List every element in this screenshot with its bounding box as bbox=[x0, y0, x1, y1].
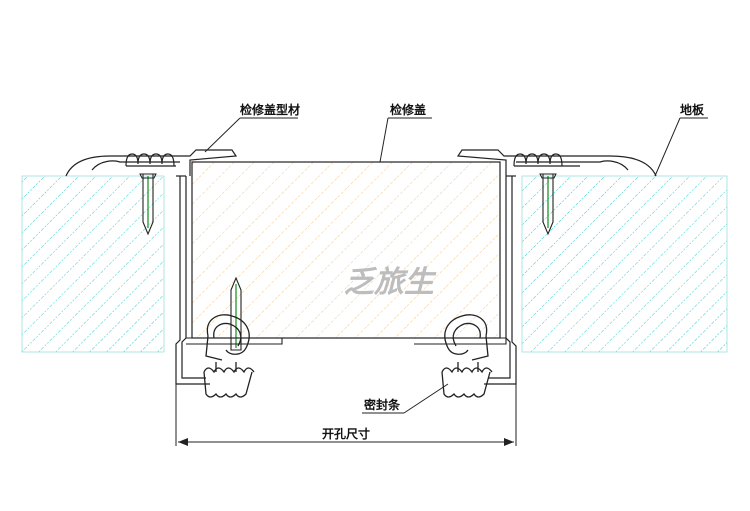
right-screw bbox=[539, 173, 557, 236]
left-seal bbox=[203, 314, 255, 398]
label-seal-strip: 密封条 bbox=[364, 397, 401, 412]
left-frame-profile bbox=[65, 149, 238, 385]
center-screw bbox=[230, 276, 242, 351]
leader-lines bbox=[204, 117, 708, 414]
label-inspection-cover: 检修盖 bbox=[390, 102, 426, 117]
label-opening-size: 开孔尺寸 bbox=[322, 426, 370, 441]
watermark-text: 乏旅生 bbox=[344, 265, 437, 300]
left-floor-slab bbox=[21, 175, 165, 353]
left-screw-head bbox=[125, 153, 176, 167]
right-seal bbox=[441, 314, 493, 398]
right-screw-head bbox=[513, 153, 580, 167]
right-floor-slab bbox=[521, 175, 728, 353]
inspection-cover-panel bbox=[191, 161, 501, 339]
left-screw bbox=[139, 173, 157, 236]
label-floor: 地板 bbox=[680, 102, 705, 117]
opening-dimension bbox=[175, 380, 517, 446]
cover-support-plates bbox=[186, 337, 507, 345]
label-cover-profile: 检修盖型材 bbox=[240, 102, 300, 117]
right-frame-profile bbox=[456, 149, 657, 385]
